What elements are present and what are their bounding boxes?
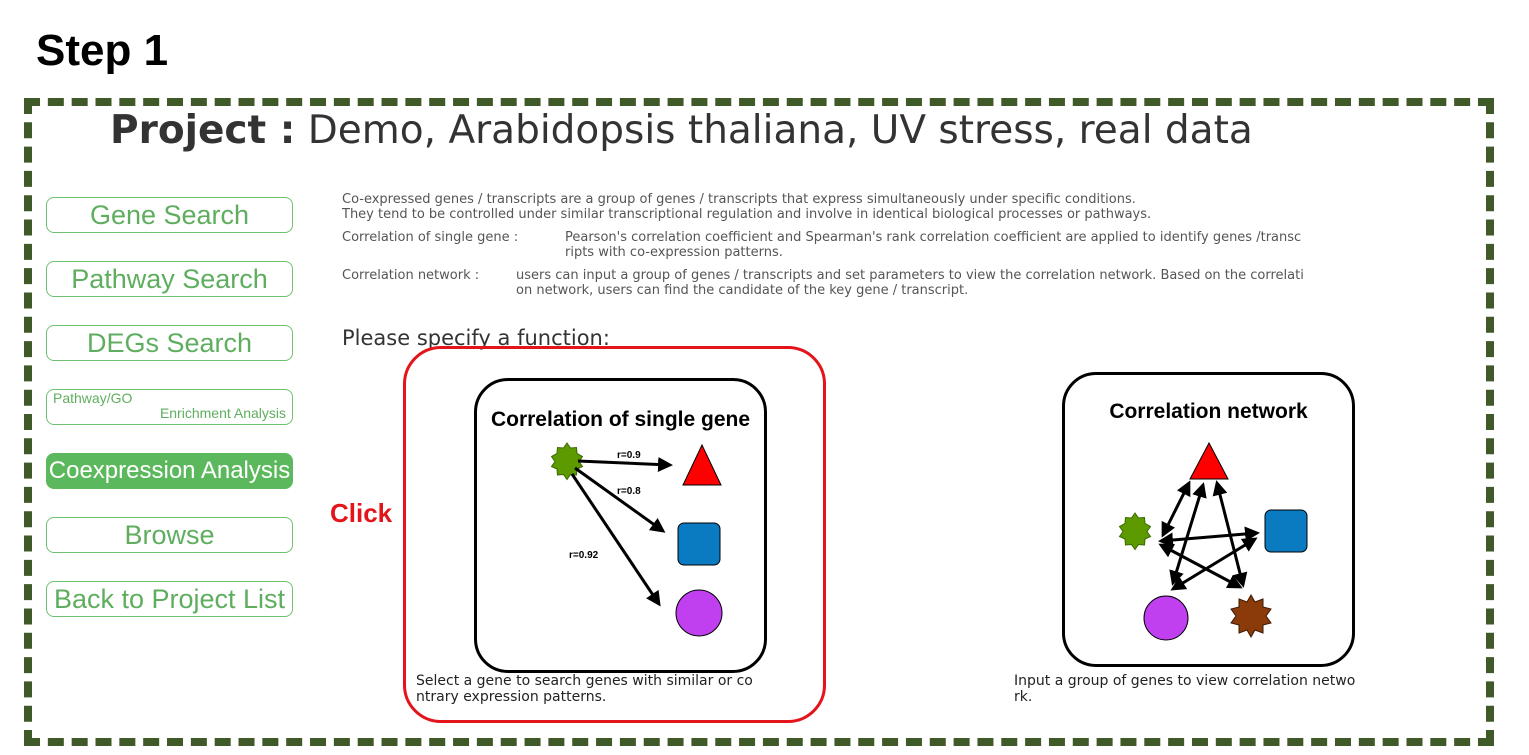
- description-line-1: Co-expressed genes / transcripts are a g…: [342, 192, 1136, 207]
- network-square-icon: [1264, 509, 1308, 553]
- degs-search-button[interactable]: DEGs Search: [46, 325, 293, 361]
- single-gene-caption-line-2: ntrary expression patterns.: [416, 689, 607, 705]
- network-green-star-icon: [1118, 512, 1152, 551]
- network-description-text-1: users can input a group of genes / trans…: [516, 268, 1304, 283]
- project-label: Project :: [110, 108, 296, 153]
- enrichment-label-line2: Enrichment Analysis: [159, 405, 286, 421]
- network-description-text-2: on network, users can find the candidate…: [516, 283, 969, 298]
- network-caption: Input a group of genes to view correlati…: [1014, 673, 1355, 705]
- enrichment-label-line1: Pathway/GO: [53, 390, 133, 406]
- coexpression-analysis-button[interactable]: Coexpression Analysis: [46, 453, 293, 489]
- pathway-search-button[interactable]: Pathway Search: [46, 261, 293, 297]
- gene-star-icon: [550, 442, 584, 481]
- correlation-network-card[interactable]: Correlation network: [1062, 372, 1355, 667]
- network-caption-line-1: Input a group of genes to view correlati…: [1014, 673, 1356, 689]
- single-gene-description-label: Correlation of single gene :: [342, 230, 519, 245]
- single-gene-caption-line-1: Select a gene to search genes with simil…: [416, 673, 753, 689]
- single-gene-description-text-2: ripts with co-expression patterns.: [565, 245, 783, 260]
- description-line-2: They tend to be controlled under similar…: [342, 207, 1152, 222]
- click-highlight-outline: [403, 346, 826, 723]
- single-gene-diagram: r=0.9 r=0.8 r=0.92: [550, 442, 723, 637]
- project-title: Project : Demo, Arabidopsis thaliana, UV…: [110, 108, 1253, 153]
- square-icon: [677, 522, 721, 566]
- back-to-project-list-button[interactable]: Back to Project List: [46, 581, 293, 617]
- single-gene-card-title: Correlation of single gene: [490, 408, 751, 431]
- browse-button[interactable]: Browse: [46, 517, 293, 553]
- network-card-title: Correlation network: [1109, 400, 1308, 423]
- r-label-3: r=0.92: [569, 550, 599, 561]
- dashed-frame: [24, 98, 1494, 746]
- click-annotation: Click: [330, 498, 393, 528]
- step-title: Step 1: [36, 26, 169, 75]
- enrichment-analysis-button[interactable]: Pathway/GO Enrichment Analysis: [46, 389, 293, 425]
- network-triangle-icon: [1189, 441, 1229, 480]
- project-name: Demo, Arabidopsis thaliana, UV stress, r…: [307, 108, 1253, 153]
- r-label-2: r=0.8: [617, 486, 641, 497]
- network-diagram: [1118, 441, 1308, 641]
- triangle-icon: [682, 443, 722, 486]
- network-caption-line-2: rk.: [1014, 689, 1033, 705]
- correlation-single-gene-card[interactable]: Correlation of single gene r=0.9 r=0.8 r…: [474, 378, 767, 673]
- network-brown-star-icon: [1230, 593, 1272, 639]
- network-description-label: Correlation network :: [342, 268, 480, 283]
- r-label-1: r=0.9: [617, 450, 641, 461]
- gene-search-button[interactable]: Gene Search: [46, 197, 293, 233]
- network-circle-icon: [1143, 595, 1189, 641]
- single-gene-caption: Select a gene to search genes with simil…: [416, 673, 753, 705]
- circle-icon: [675, 589, 723, 637]
- single-gene-description-text-1: Pearson's correlation coefficient and Sp…: [565, 230, 1302, 245]
